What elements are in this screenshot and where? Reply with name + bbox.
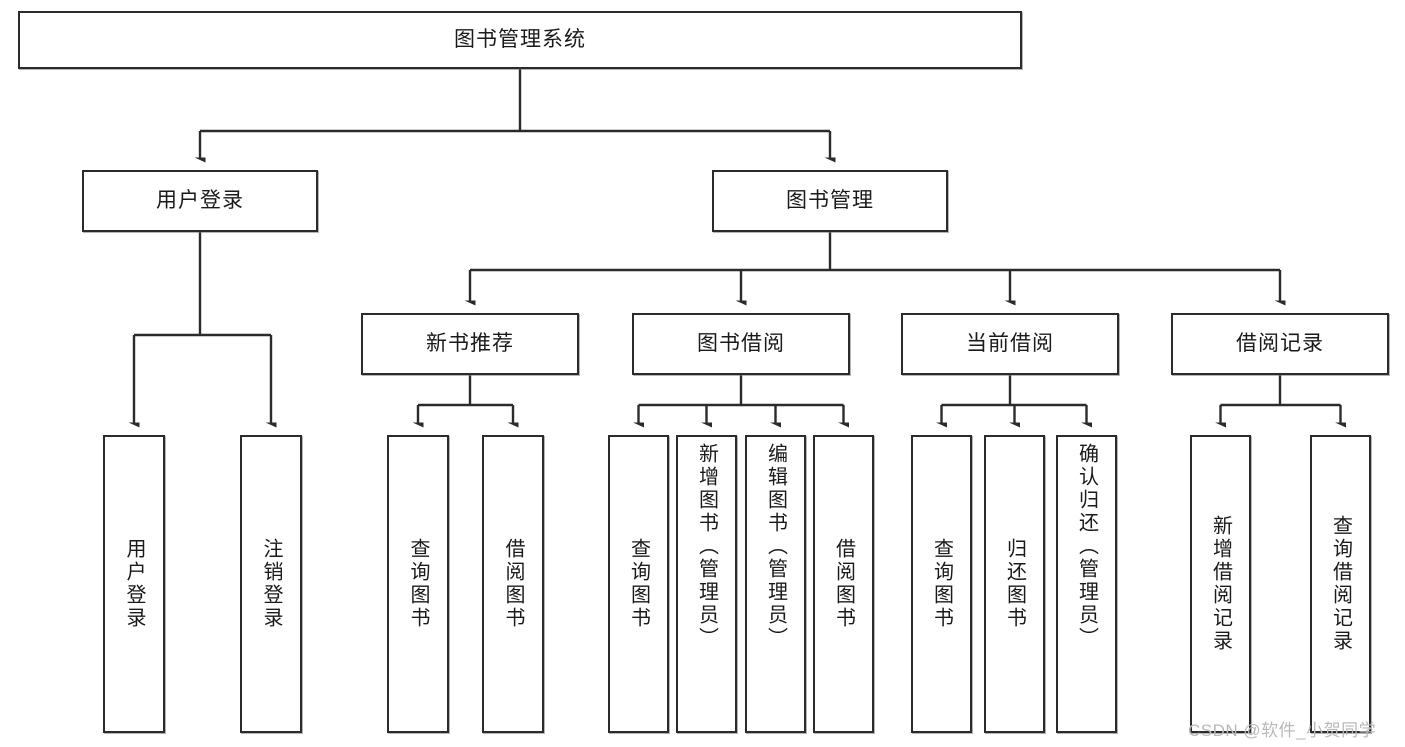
node-leaf-user-logout: 注销登录: [240, 435, 302, 733]
node-borrow-record: 借阅记录: [1171, 313, 1389, 375]
node-leaf-query-book-3: 查询图书: [911, 435, 972, 733]
node-leaf-add-record: 新增借阅记录: [1190, 435, 1251, 733]
node-label-leaf-confirm-return: 确认归还（管理员）: [1075, 443, 1098, 650]
node-book-manage: 图书管理: [712, 170, 948, 232]
node-label-leaf-borrow-book-1: 借阅图书: [502, 538, 524, 630]
node-label-leaf-add-book: 新增图书（管理员）: [695, 443, 718, 650]
node-leaf-query-book-2: 查询图书: [608, 435, 669, 733]
node-label-leaf-edit-book: 编辑图书（管理员）: [764, 443, 787, 650]
node-leaf-add-book: 新增图书（管理员）: [676, 435, 737, 733]
node-label-leaf-user-login: 用户登录: [123, 538, 145, 630]
node-leaf-confirm-return: 确认归还（管理员）: [1056, 435, 1117, 733]
node-label-book-borrow: 图书借阅: [697, 331, 785, 355]
node-user-login: 用户登录: [82, 170, 318, 232]
node-current-borrow: 当前借阅: [901, 313, 1119, 375]
node-leaf-borrow-book-1: 借阅图书: [482, 435, 544, 733]
node-label-leaf-query-book-3: 查询图书: [930, 538, 953, 630]
node-book-borrow: 图书借阅: [632, 313, 850, 375]
node-leaf-query-book-1: 查询图书: [387, 435, 449, 733]
node-label-new-book-recommend: 新书推荐: [426, 331, 514, 355]
node-leaf-borrow-book-2: 借阅图书: [813, 435, 874, 733]
node-label-root: 图书管理系统: [454, 27, 586, 51]
node-label-user-login: 用户登录: [156, 188, 244, 212]
node-new-book-recommend: 新书推荐: [361, 313, 579, 375]
csdn-watermark: CSDN @软件_小贺同学: [1188, 721, 1377, 740]
node-label-borrow-record: 借阅记录: [1236, 331, 1324, 355]
node-root: 图书管理系统: [18, 11, 1022, 69]
node-leaf-user-login: 用户登录: [103, 435, 165, 733]
node-label-leaf-query-book-1: 查询图书: [407, 538, 429, 630]
node-leaf-edit-book: 编辑图书（管理员）: [745, 435, 806, 733]
node-leaf-query-record: 查询借阅记录: [1310, 435, 1371, 733]
node-label-current-borrow: 当前借阅: [966, 331, 1054, 355]
node-label-leaf-query-book-2: 查询图书: [627, 538, 650, 630]
node-label-leaf-return-book: 归还图书: [1003, 538, 1026, 630]
node-label-leaf-add-record: 新增借阅记录: [1209, 515, 1232, 653]
node-label-leaf-query-record: 查询借阅记录: [1329, 515, 1352, 653]
node-label-leaf-borrow-book-2: 借阅图书: [832, 538, 855, 630]
node-leaf-return-book: 归还图书: [984, 435, 1045, 733]
node-label-leaf-user-logout: 注销登录: [260, 538, 282, 630]
node-label-book-manage: 图书管理: [786, 188, 874, 212]
